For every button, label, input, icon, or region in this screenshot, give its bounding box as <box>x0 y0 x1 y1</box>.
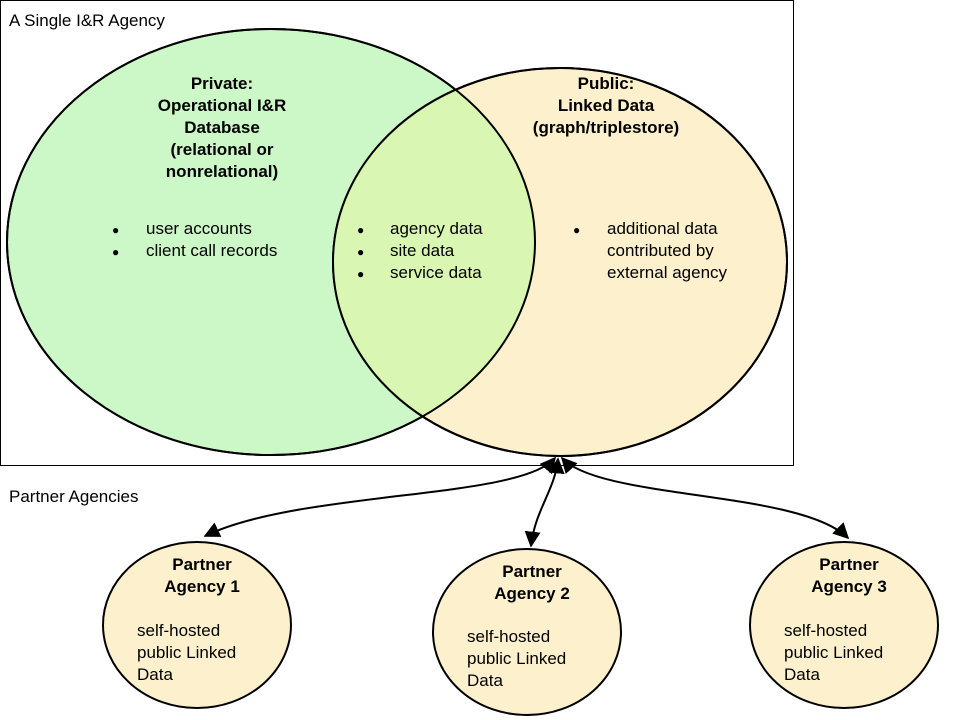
svg-text:Partner: Partner <box>172 555 232 574</box>
partner-agency-1: Partner Agency 1 self-hosted public Link… <box>102 541 292 709</box>
svg-text:public Linked: public Linked <box>784 643 883 662</box>
partner-agency-2: Partner Agency 2 self-hosted public Link… <box>432 548 622 716</box>
partner-circle <box>432 548 622 716</box>
list-item: agency data <box>390 219 483 238</box>
partner-circle <box>102 541 292 709</box>
svg-text:Partner: Partner <box>819 555 879 574</box>
svg-text:Data: Data <box>137 665 173 684</box>
svg-text:self-hosted: self-hosted <box>137 621 220 640</box>
list-item: additional data <box>607 219 718 238</box>
overlap-items: ● agency data ● site data ● service data <box>357 219 483 282</box>
svg-text:Agency 1: Agency 1 <box>164 577 240 596</box>
svg-text:self-hosted: self-hosted <box>784 621 867 640</box>
svg-text:Private:: Private: <box>191 74 253 93</box>
svg-text:nonrelational): nonrelational) <box>166 162 278 181</box>
list-item: client call records <box>146 241 277 260</box>
private-items: ● user accounts ● client call records <box>112 219 277 260</box>
bullet-icon: ● <box>112 245 119 259</box>
public-title: Public: Linked Data (graph/triplestore) <box>533 74 679 137</box>
partners-title: Partner Agencies <box>9 487 138 506</box>
svg-text:Data: Data <box>784 665 820 684</box>
list-item: site data <box>390 241 455 260</box>
svg-text:Partner: Partner <box>502 562 562 581</box>
partner-circle <box>749 541 939 709</box>
connector-arrows <box>203 456 850 548</box>
svg-text:Operational I&R: Operational I&R <box>158 96 286 115</box>
list-item: user accounts <box>146 219 252 238</box>
svg-text:public Linked: public Linked <box>467 649 566 668</box>
arrow-partner-2 <box>524 457 565 548</box>
partner-agency-3: Partner Agency 3 self-hosted public Link… <box>749 541 939 709</box>
svg-text:(graph/triplestore): (graph/triplestore) <box>533 118 679 137</box>
svg-text:Linked Data: Linked Data <box>558 96 655 115</box>
svg-text:Data: Data <box>467 671 503 690</box>
list-item: contributed by <box>607 241 714 260</box>
overlap-region <box>333 68 535 455</box>
svg-text:Database: Database <box>184 118 260 137</box>
list-item: service data <box>390 263 482 282</box>
svg-text:self-hosted: self-hosted <box>467 627 550 646</box>
private-title: Private: Operational I&R Database (relat… <box>158 74 286 181</box>
arrow-partner-1 <box>203 456 557 537</box>
public-circle-outline <box>332 67 788 457</box>
public-items: ● additional data contributed by externa… <box>573 219 728 282</box>
bullet-icon: ● <box>357 245 364 259</box>
bullet-icon: ● <box>573 223 580 237</box>
svg-text:Agency 2: Agency 2 <box>494 584 570 603</box>
svg-text:public Linked: public Linked <box>137 643 236 662</box>
list-item: external agency <box>607 263 728 282</box>
agency-box-title: A Single I&R Agency <box>9 11 165 30</box>
svg-text:Public:: Public: <box>578 74 635 93</box>
arrow-partner-3 <box>560 456 850 540</box>
bullet-icon: ● <box>357 267 364 281</box>
bullet-icon: ● <box>357 223 364 237</box>
svg-text:Agency 3: Agency 3 <box>811 577 887 596</box>
private-circle-outline <box>6 28 536 456</box>
svg-text:(relational or: (relational or <box>171 140 274 159</box>
bullet-icon: ● <box>112 223 119 237</box>
